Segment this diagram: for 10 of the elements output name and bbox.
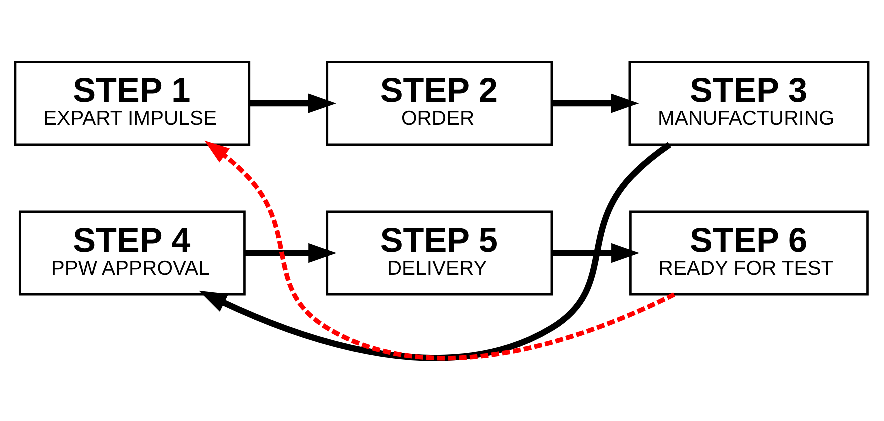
arrow — [250, 94, 337, 114]
arrow — [245, 243, 337, 264]
arrow — [552, 243, 640, 264]
node-box: STEP 2 ORDER — [326, 61, 554, 146]
node-box: STEP 5 DELIVERY — [326, 210, 554, 296]
node-box: STEP 4 PPW APPROVAL — [18, 210, 246, 296]
node-box: STEP 6 READY FOR TEST — [630, 210, 869, 296]
node-box: STEP 3 MANUFACTURING — [628, 61, 870, 146]
node-box: STEP 1 EXPART IMPULSE — [14, 61, 251, 146]
arrow — [552, 94, 640, 114]
